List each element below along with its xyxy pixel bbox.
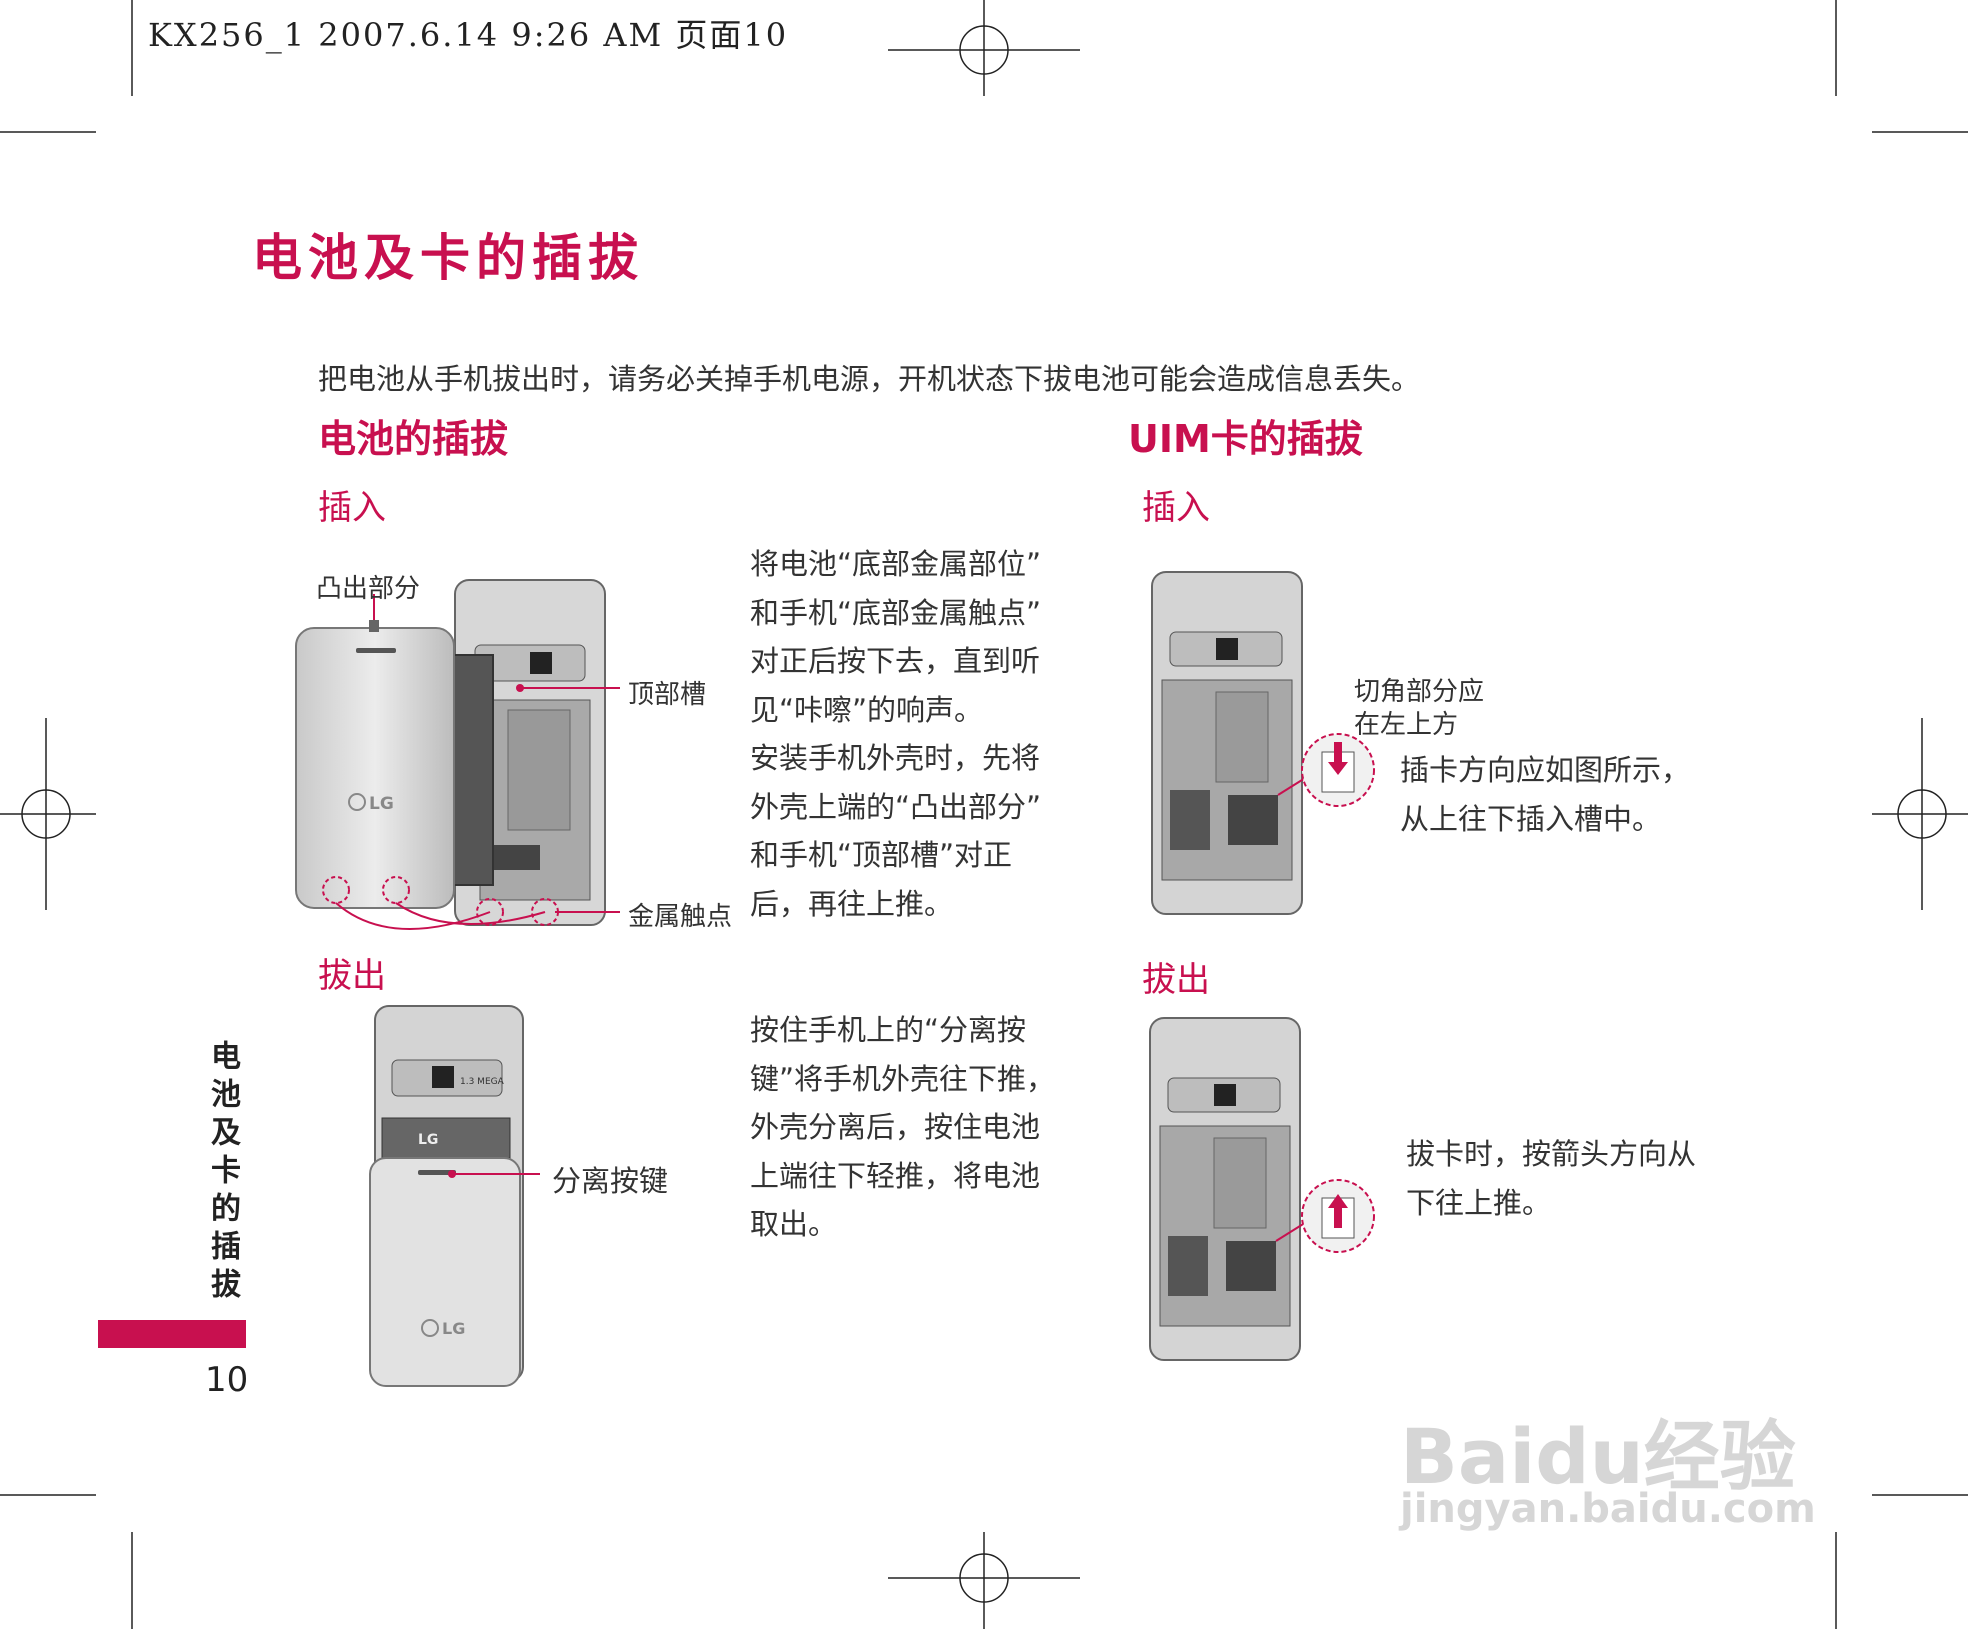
battery-section-heading: 电池的插拔 xyxy=(318,408,508,463)
camera-label: 1.3 MEGA xyxy=(460,1077,505,1087)
battery-brand-logo: LG xyxy=(369,794,394,814)
protrusion-label: 凸出部分 xyxy=(316,568,420,605)
sidebar-section-label: 电池及卡的插拔 xyxy=(198,1040,244,1306)
cover-brand-logo: LG xyxy=(442,1319,465,1338)
print-header-stamp: KX256_1 2007.6.14 9:26 AM 页面10 xyxy=(148,10,788,56)
cut-corner-label: 切角部分应 在左上方 xyxy=(1354,676,1484,742)
uim-remove-heading: 拔出 xyxy=(1142,952,1210,1001)
battery-remove-heading: 拔出 xyxy=(318,948,386,997)
battery-insert-instructions: 将电池“底部金属部位” 和手机“底部金属触点” 对正后按下去，直到听 见“咔嚓”… xyxy=(750,540,1060,928)
uim-remove-instructions: 拔卡时，按箭头方向从 下往上推。 xyxy=(1406,1130,1726,1227)
battery-remove-instructions: 按住手机上的“分离按 键”将手机外壳往下推， 外壳分离后，按住电池 上端往下轻推… xyxy=(750,1006,1060,1249)
battery-remove-figure: 1.3 MEGA LG LG xyxy=(370,1000,530,1390)
watermark-url: jingyan.baidu.com xyxy=(1400,1486,1816,1532)
uim-remove-figure xyxy=(1146,1016,1386,1366)
intro-paragraph: 把电池从手机拔出时，请务必关掉手机电源，开机状态下拔电池可能会造成信息丢失。 xyxy=(318,356,1420,398)
battery-insert-figure: LG xyxy=(290,560,610,940)
top-slot-label: 顶部槽 xyxy=(628,674,706,711)
battery-logo: LG xyxy=(418,1132,438,1148)
sidebar-accent-bar xyxy=(98,1320,246,1348)
metal-contacts-label: 金属触点 xyxy=(628,896,732,933)
uim-insert-heading: 插入 xyxy=(1142,480,1210,529)
release-button-label: 分离按键 xyxy=(552,1158,668,1200)
uim-section-heading: UIM卡的插拔 xyxy=(1128,408,1363,463)
battery-insert-heading: 插入 xyxy=(318,480,386,529)
page-number: 10 xyxy=(205,1360,248,1400)
uim-insert-instructions: 插卡方向应如图所示， 从上往下插入槽中。 xyxy=(1400,746,1720,843)
page-title: 电池及卡的插拔 xyxy=(252,218,644,290)
uim-insert-figure xyxy=(1148,570,1388,920)
